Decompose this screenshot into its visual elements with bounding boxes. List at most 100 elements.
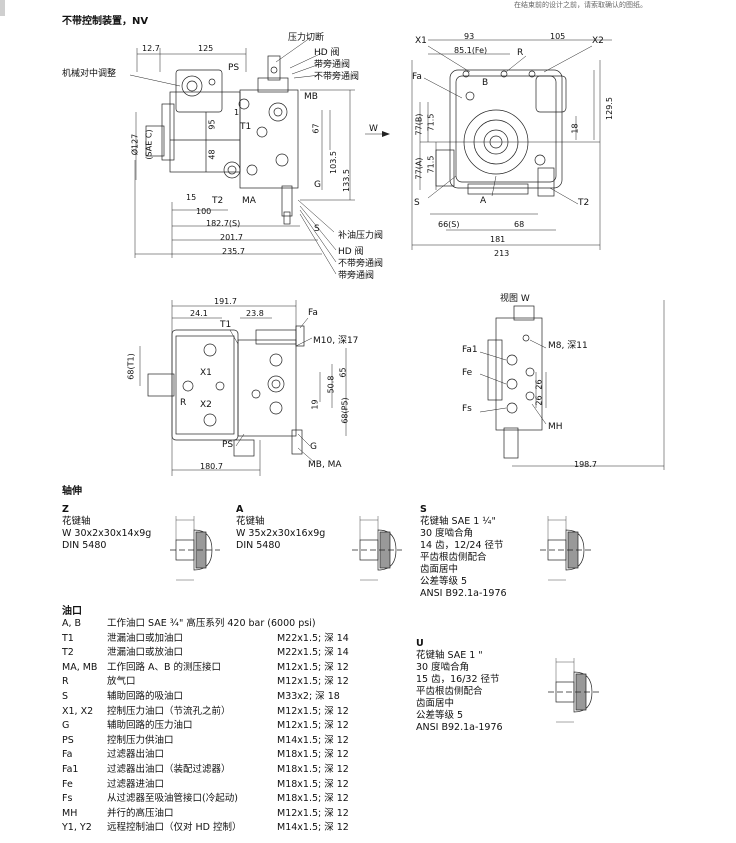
port-desc: 辅助回路的吸油口 xyxy=(107,691,184,702)
label-x1-mid: X1 xyxy=(200,368,212,378)
shaft-u-text: U 花键轴 SAE 1 " 30 度啮合角 15 齿，16/32 径节 平齿根齿… xyxy=(416,638,503,734)
port-code: PS xyxy=(62,734,74,746)
shaft-u-line: 30 度啮合角 xyxy=(416,662,470,673)
dim-68: 68 xyxy=(514,220,525,229)
shaft-s-line: 14 齿，12/24 径节 xyxy=(420,540,504,551)
shaft-s-text: S 花键轴 SAE 1 ¼" 30 度啮合角 14 齿，12/24 径节 平齿根… xyxy=(420,504,507,600)
port-desc: 控制压力油口（节流孔之前） xyxy=(107,705,231,717)
label-boost-valve: 补油压力阀 xyxy=(338,231,384,241)
port-code: G xyxy=(62,720,70,732)
label-x2: X2 xyxy=(592,36,604,46)
ports-table: A, B 工作油口 SAE ¾" 高压系列 420 bar (6000 psi)… xyxy=(62,617,382,837)
dim-23-8: 23.8 xyxy=(246,309,264,318)
view-w-title: 视图 W xyxy=(500,294,530,304)
port-code: Fe xyxy=(62,778,73,790)
port-spec: M22x1.5; 深 14 xyxy=(277,647,349,659)
shaft-z-line: DIN 5480 xyxy=(62,540,107,551)
port-desc: 工作回路 A、B 的测压接口 xyxy=(107,661,222,673)
port-code: R xyxy=(62,676,69,688)
port-spec: M33x2; 深 18 xyxy=(277,691,340,702)
dim-12-7: 12.7 xyxy=(142,44,160,53)
port-spec: M22x1.5; 深 14 xyxy=(277,632,349,644)
port-code: S xyxy=(62,691,69,702)
dim-125: 125 xyxy=(198,44,214,53)
shaft-s-line: 公差等级 5 xyxy=(420,576,468,587)
shaft-u-line: 15 齿，16/32 径节 xyxy=(416,674,500,685)
port-desc: 泄漏油口或放油口 xyxy=(107,647,184,659)
label-with-bypass-2: 带旁通阀 xyxy=(338,271,375,281)
port-spec: M12x1.5; 深 12 xyxy=(277,661,349,673)
dim-213: 213 xyxy=(494,249,510,258)
shaft-s-line: 平齿根齿侧配合 xyxy=(420,552,487,563)
dim-93: 93 xyxy=(464,32,475,41)
label-hd-valve-2: HD 阀 xyxy=(338,247,364,257)
dim-201-7: 201.7 xyxy=(220,233,243,242)
port-desc: 辅助回路的压力油口 xyxy=(107,720,193,732)
shaft-z-code: Z xyxy=(62,504,69,515)
dim-182-7: 182.7(S) xyxy=(206,219,241,228)
dim-100: 100 xyxy=(196,207,212,216)
label-without-bypass: 不带旁通阀 xyxy=(314,72,360,82)
port-desc: 泄漏油口或加油口 xyxy=(107,632,184,644)
port-code: T2 xyxy=(62,647,74,659)
port-desc: 工作油口 SAE ¾" 高压系列 420 bar (6000 psi) xyxy=(107,618,316,629)
header-note: 在结束前的设计之前，请索取确认的图纸。 xyxy=(514,1,647,9)
label-t1-mid: T1 xyxy=(220,320,232,330)
port-spec: M18x1.5; 深 12 xyxy=(277,749,349,761)
shaft-u-line: 公差等级 5 xyxy=(416,710,464,721)
port-spec: M18x1.5; 深 12 xyxy=(277,764,349,775)
dim-105: 105 xyxy=(550,32,566,41)
port-spec: M14x1.5; 深 12 xyxy=(277,822,349,834)
shaft-a-line: DIN 5480 xyxy=(236,540,281,551)
label-ps: PS xyxy=(228,63,240,73)
label-w: W xyxy=(369,124,378,134)
dim-235-7: 235.7 xyxy=(222,247,245,256)
shaft-a-line: 花键轴 xyxy=(236,516,265,527)
shaft-u-line: 齿面居中 xyxy=(416,698,455,709)
dim-66s: 66(S) xyxy=(438,220,460,229)
label-fa: Fa xyxy=(412,72,422,82)
label-fs: Fs xyxy=(462,404,472,414)
port-desc: 并行的高压油口 xyxy=(107,807,174,819)
shaft-s-line: 花键轴 SAE 1 ¼" xyxy=(420,516,496,527)
view-w-drawing xyxy=(479,300,665,470)
label-ma: MA xyxy=(242,196,256,206)
label-a: A xyxy=(480,196,487,206)
dim-198-7: 198.7 xyxy=(574,460,597,469)
port-desc: 过滤器出油口（装配过滤器） xyxy=(107,764,231,775)
mid-left-drawing xyxy=(139,300,347,476)
port-code: A, B xyxy=(62,618,82,629)
shaft-z-line: 花键轴 xyxy=(62,516,91,527)
label-m10: M10, 深17 xyxy=(313,336,359,346)
label-g: G xyxy=(314,180,321,190)
port-code: T1 xyxy=(62,632,74,644)
dim-85-1: 85.1(Fe) xyxy=(454,46,488,55)
label-b: B xyxy=(482,78,489,88)
label-s-right: S xyxy=(414,198,420,208)
port-code: MA, MB xyxy=(62,661,98,673)
shaft-u-line: ANSI B92.1a-1976 xyxy=(416,722,503,733)
label-g-mid: G xyxy=(310,442,317,452)
ports-title: 油口 xyxy=(62,606,82,617)
shaft-u-line: 平齿根齿侧配合 xyxy=(416,686,483,697)
port-code: Fa1 xyxy=(62,764,79,775)
label-pressure-cut: 压力切断 xyxy=(288,33,325,43)
dim-24-1: 24.1 xyxy=(190,309,208,318)
left-edge-mark xyxy=(0,0,5,16)
port-desc: 控制压力供油口 xyxy=(107,734,174,746)
port-desc: 远程控制油口（仅对 HD 控制） xyxy=(107,822,242,834)
port-code: MH xyxy=(62,807,78,819)
port-spec: M12x1.5; 深 12 xyxy=(277,807,349,819)
label-m8: M8, 深11 xyxy=(548,341,588,351)
dim-15: 15 xyxy=(186,193,197,202)
port-spec: M12x1.5; 深 12 xyxy=(277,676,349,688)
label-ps-mid: PS xyxy=(222,440,234,450)
port-spec: M18x1.5; 深 12 xyxy=(277,778,349,790)
section-title: 不带控制装置，NV xyxy=(62,16,149,27)
label-r-mid: R xyxy=(180,398,187,408)
label-fa-mid: Fa xyxy=(308,308,318,318)
shaft-s-line: 齿面居中 xyxy=(420,564,459,575)
port-spec: M12x1.5; 深 12 xyxy=(277,705,349,717)
shaft-u-line: 花键轴 SAE 1 " xyxy=(416,650,483,661)
